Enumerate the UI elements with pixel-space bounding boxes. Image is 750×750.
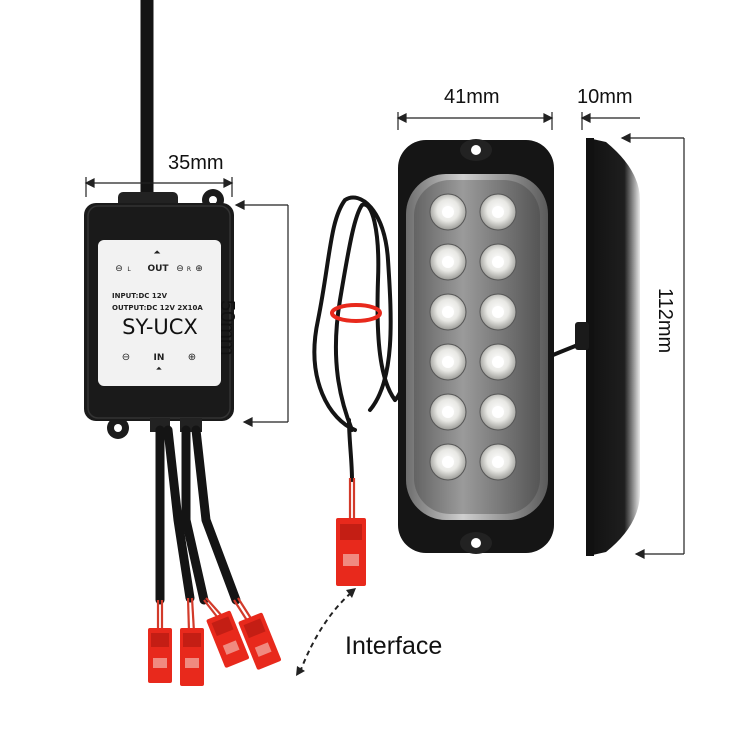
controller-dimension-lines — [84, 177, 289, 427]
light-depth-label: 10mm — [577, 86, 633, 108]
out-arrow-icon: ⏶ — [153, 248, 161, 258]
led-light-front — [398, 139, 554, 554]
controller-cables — [155, 425, 241, 605]
controller-connectors — [148, 610, 281, 686]
red-connector — [148, 628, 172, 683]
light-height-label: 112mm — [654, 288, 676, 354]
arrow-head-icon — [296, 666, 305, 676]
controller-height-label: 50mm — [216, 300, 238, 356]
minus-in-icon: ⊖ — [122, 352, 130, 363]
input-spec: INPUT:DC 12V — [112, 292, 168, 300]
red-connector — [180, 628, 204, 686]
in-arrow-icon: ⏶ — [156, 364, 163, 373]
mounting-hole-top — [471, 145, 481, 155]
red-connector — [206, 610, 249, 668]
plus-r-icon: ⊕ — [195, 264, 203, 274]
interface-label: Interface — [345, 632, 443, 660]
controller-label — [98, 240, 221, 386]
red-connector — [238, 612, 281, 670]
red-connector — [336, 518, 366, 586]
minus-r-icon: ⊖ — [176, 264, 184, 274]
arrow-head-icon — [346, 588, 356, 598]
output-spec: OUTPUT:DC 12V 2X10A — [112, 304, 203, 312]
model-name: SY-UCX — [122, 315, 198, 339]
plus-in-icon: ⊕ — [188, 352, 196, 363]
minus-l-icon: ⊖ — [115, 264, 123, 274]
interface-callout-arrow — [299, 591, 353, 673]
light-dimension-lines — [396, 112, 685, 559]
light-width-label: 41mm — [444, 86, 500, 108]
mounting-hole-bottom — [471, 538, 481, 548]
in-label: IN — [154, 353, 165, 363]
l-label: L — [127, 266, 131, 273]
out-label: OUT — [147, 264, 169, 274]
r-label: R — [187, 266, 191, 273]
controller-width-label: 35mm — [168, 152, 224, 174]
led-light-side — [575, 138, 640, 556]
controller-unit: ⏶ OUT ⊖ L ⊖ R ⊕ INPUT:DC 12V OUTPUT:DC 1… — [84, 0, 234, 439]
cable-tie — [330, 303, 382, 323]
led-array — [429, 193, 517, 481]
